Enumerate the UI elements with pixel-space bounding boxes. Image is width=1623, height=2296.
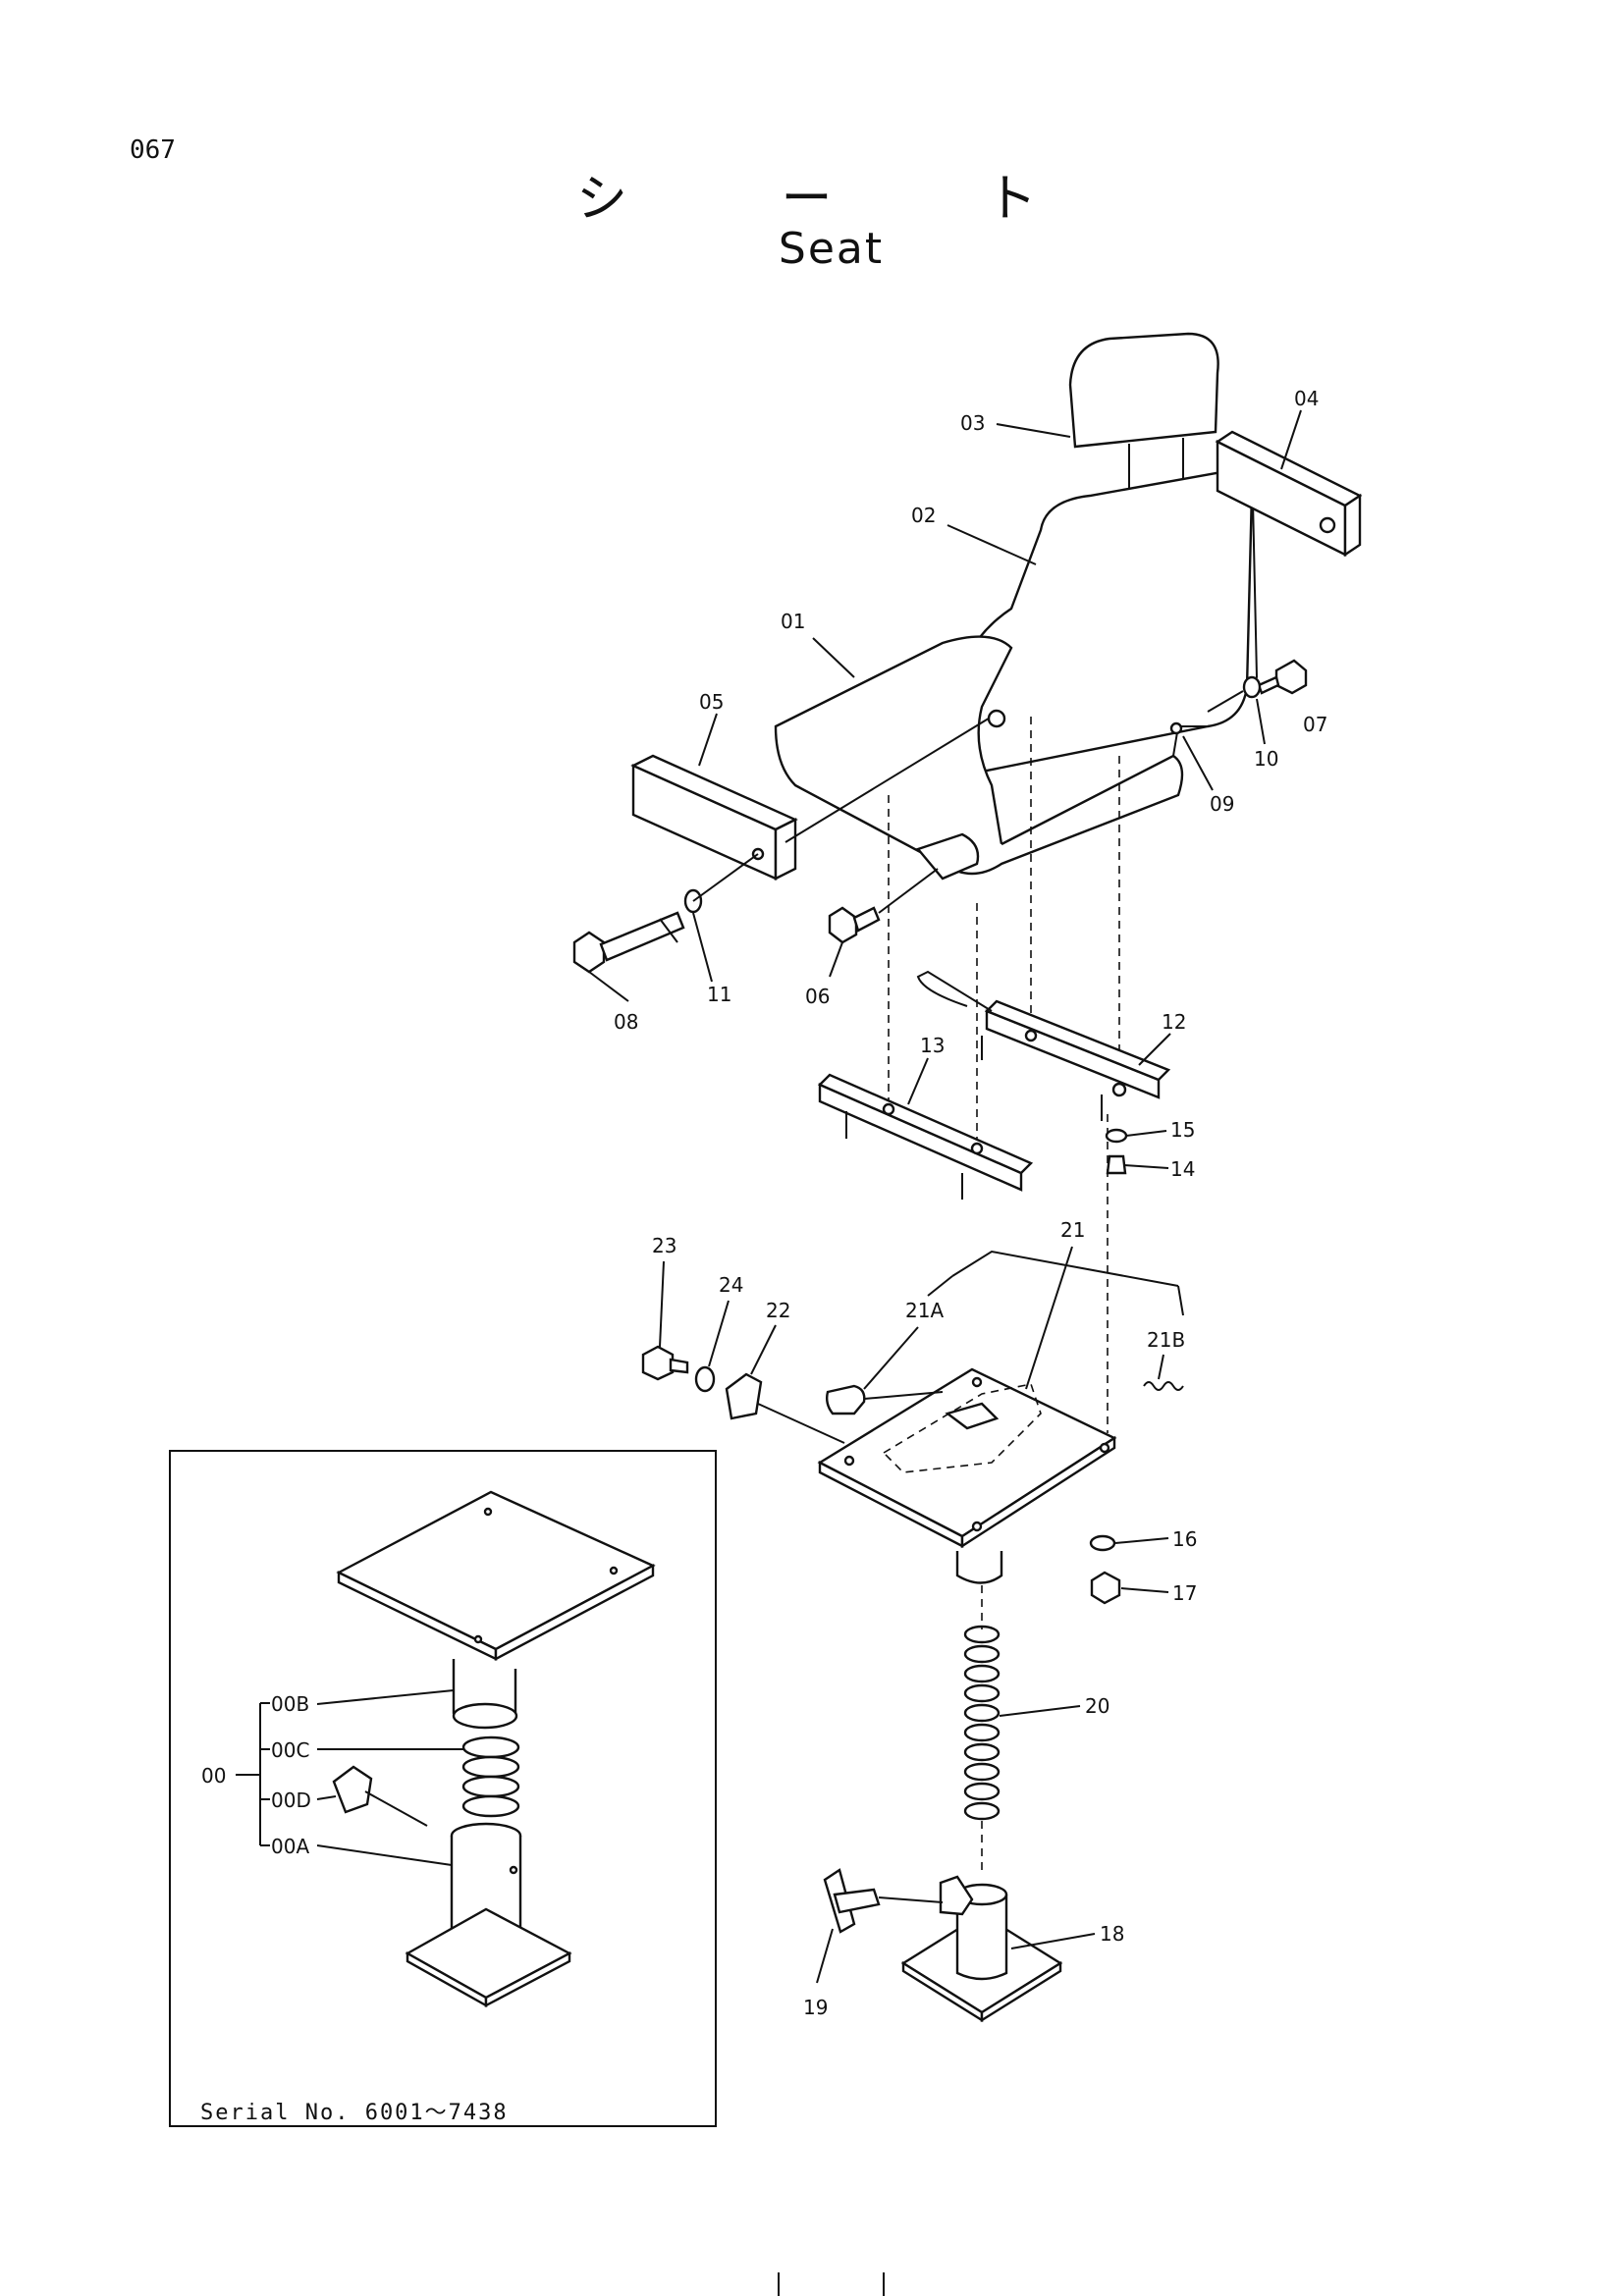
label-00A: 00A [271,1835,309,1858]
page-number: 067 [130,135,176,165]
label-17: 17 [1172,1581,1197,1605]
page-title: Seat [778,224,885,274]
seat-cushion-part [774,635,1208,876]
label-04: 04 [1294,387,1319,410]
label-00D: 00D [271,1789,311,1812]
label-05: 05 [699,690,724,714]
bracket-22-part [725,1372,763,1420]
spring-21B-part [1143,1381,1184,1391]
pin-09-part [1169,721,1183,735]
label-10: 10 [1254,747,1278,771]
label-21A: 21A [905,1299,944,1322]
label-24: 24 [719,1273,743,1297]
washer-15-part [1105,1128,1128,1144]
handle-19-part [823,1868,881,1934]
base-column-18-part [900,1875,1063,2023]
serial-number-label: Serial No. 6001～7438 [200,2101,509,2125]
label-14: 14 [1170,1157,1195,1181]
seat-back-part [951,454,1259,777]
label-11: 11 [707,983,731,1006]
bolt-08-part [572,911,685,974]
label-02: 02 [911,504,936,527]
washer-10-part [1242,675,1262,699]
label-00: 00 [201,1764,226,1788]
inset-seat-column-assembly [332,1490,656,2008]
label-19: 19 [803,1996,828,2019]
nut-17-part [1090,1571,1121,1605]
label-21: 21 [1060,1218,1085,1242]
slide-rail-13-part [817,1073,1034,1200]
bolt-06-part [828,906,881,944]
label-12: 12 [1162,1010,1186,1034]
washer-24-part [694,1365,716,1393]
nut-14-part [1106,1154,1127,1175]
lever-21A-part [825,1384,866,1415]
bolt-07-part [1257,659,1308,695]
washer-16-part [1089,1534,1116,1552]
spring-20-part [963,1625,1001,1821]
column-top-part [955,1551,1003,1584]
label-09: 09 [1210,792,1234,816]
seat-plate-21-part [817,1367,1117,1549]
label-13: 13 [920,1034,945,1057]
label-03: 03 [960,411,985,435]
label-18: 18 [1100,1922,1124,1946]
label-22: 22 [766,1299,790,1322]
label-15: 15 [1170,1118,1195,1142]
inset-panel [169,1450,717,2127]
label-00C: 00C [271,1738,309,1762]
seat-bracket-part [915,832,980,881]
armrest-right-part [1215,430,1363,558]
armrest-left-part [630,754,798,881]
label-16: 16 [1172,1527,1197,1551]
bolt-23-part [641,1345,689,1381]
label-21B: 21B [1147,1328,1185,1352]
label-00B: 00B [271,1692,309,1716]
label-23: 23 [652,1234,676,1257]
label-06: 06 [805,985,830,1008]
label-07: 07 [1303,713,1327,736]
label-01: 01 [781,610,805,633]
label-08: 08 [614,1010,638,1034]
page-title-japanese: シ ー ト [575,170,1107,229]
slide-rail-12-part [916,970,1171,1121]
label-20: 20 [1085,1694,1109,1718]
